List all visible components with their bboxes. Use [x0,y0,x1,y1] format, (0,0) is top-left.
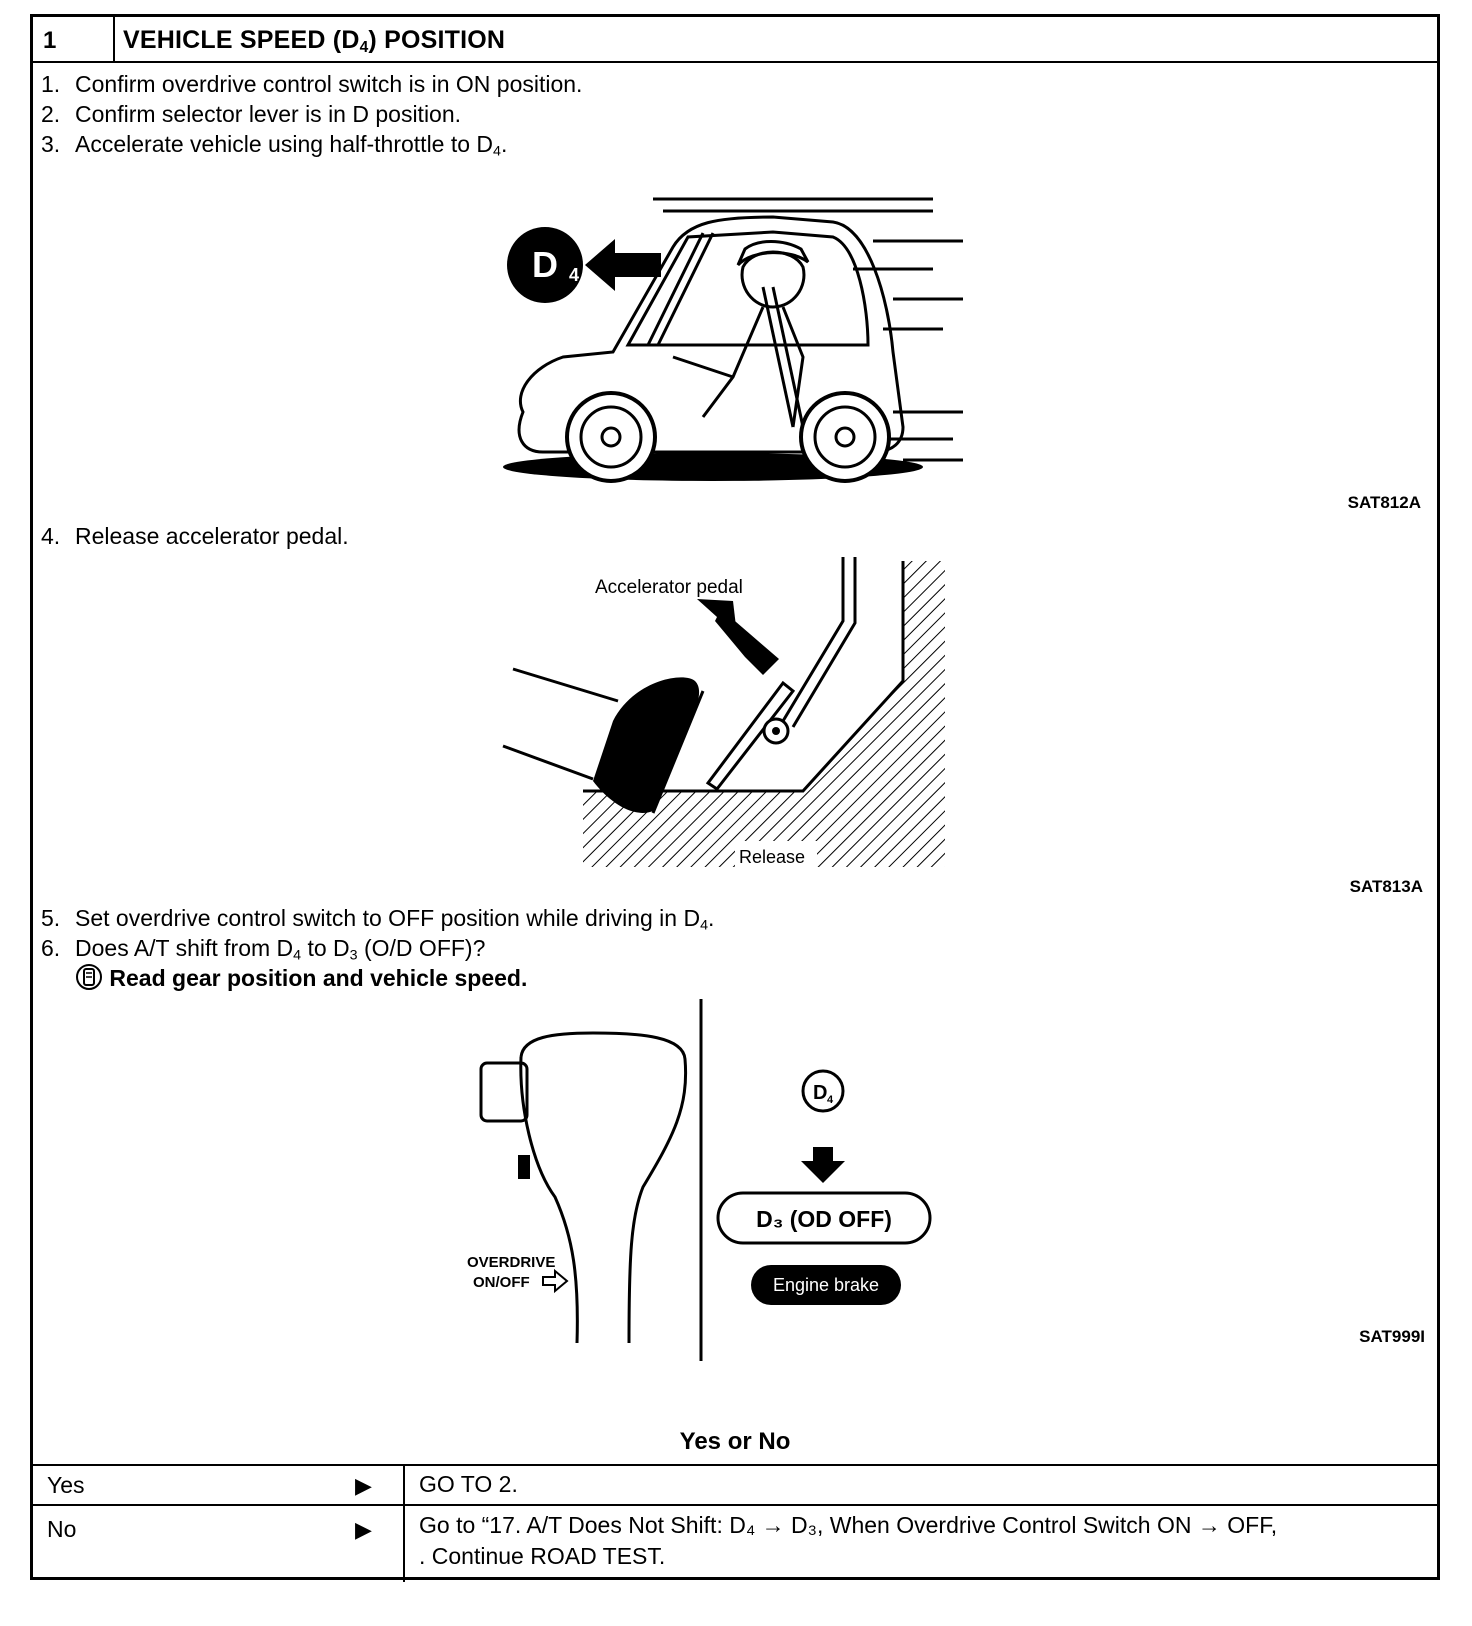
no-result-link[interactable]: Go to “17. A/T Does Not Shift: D₄ → D₃, … [419,1510,1277,1572]
step-6-sub-2: 3 [349,947,358,964]
step-number: 1 [43,27,57,54]
d4-circle-text: D [813,1082,827,1104]
step-5: 5. Set overdrive control switch to OFF po… [41,905,715,934]
step-6-text-b: to D [301,935,350,961]
step-6-text-a: Does A/T shift from D [75,935,294,961]
down-arrow-icon [801,1147,845,1183]
step-header: 1 VEHICLE SPEED (D4) POSITION [33,17,1437,63]
no-arrow-icon: ▶ [355,1517,372,1542]
release-label: Release [739,847,805,867]
header-divider [113,17,115,61]
accelerator-pedal-label: Accelerator pedal [595,577,743,598]
figure-code-sat813a: SAT813A [1349,877,1423,896]
step-6-note: Read gear position and vehicle speed. [75,963,527,992]
procedure-sheet: 1 VEHICLE SPEED (D4) POSITION 1. Confirm … [30,14,1440,1582]
no-label: No [47,1516,77,1542]
step-2: 2. Confirm selector lever is in D positio… [41,101,461,128]
table-divider [403,1466,405,1582]
result-row-yes: Yes ▶ GO TO 2. [33,1466,1437,1506]
on-off-label: ON/OFF [473,1274,530,1291]
car-driving-illustration: D 4 [503,197,963,483]
overdrive-label: OVERDRIVE [467,1254,555,1271]
yes-result-link[interactable]: GO TO 2. [419,1471,518,1497]
step-2-text: Confirm selector lever is in D position. [75,101,462,127]
step-1-number: 1. [41,71,61,97]
step-2-number: 2. [41,101,61,127]
step-5-text-end: . [708,905,715,931]
step-3: 3. Accelerate vehicle using half-throttle… [41,131,508,160]
engine-brake-label: Engine brake [773,1275,879,1295]
yes-arrow-icon: ▶ [355,1473,372,1498]
d4-circle-subscript: 4 [827,1094,834,1106]
yes-or-no-label: Yes or No [679,1428,791,1455]
step-4: 4. Release accelerator pedal. [41,523,349,550]
note-text: Read gear position and vehicle speed. [109,965,528,991]
no-result-line-2: . Continue ROAD TEST. [419,1543,666,1569]
up-left-arrow-icon [697,599,737,635]
step-6-number: 6. [41,935,61,961]
step-6-text-c: (O/D OFF)? [357,935,486,961]
step-3-text-end: . [500,131,508,157]
step-1: 1. Confirm overdrive control switch is in… [41,71,582,98]
no-result-line-1: Go to “17. A/T Does Not Shift: D₄ → D₃, … [419,1512,1278,1538]
step-5-number: 5. [41,905,61,931]
step-5-subscript: 4 [700,917,709,934]
step-5-text: Set overdrive control switch to OFF posi… [75,905,701,931]
consult-icon [76,964,102,990]
step-4-number: 4. [41,523,61,549]
step-3-number: 3. [41,131,61,157]
step-1-text: Confirm overdrive control switch is in O… [75,71,583,97]
left-arrow-icon [585,239,661,291]
step-6-sub-1: 4 [293,947,302,964]
figure-code-sat999i: SAT999I [1359,1327,1425,1346]
yes-label: Yes [47,1472,85,1498]
step-3-subscript: 4 [493,143,501,160]
right-arrow-icon [542,1268,569,1294]
step-3-text: Accelerate vehicle using half-throttle t… [75,131,494,157]
d4-badge-circle [507,227,583,303]
accelerator-pedal-illustration: Accelerator pedal Release [502,557,945,867]
figure-code-sat812a: SAT812A [1347,493,1421,512]
result-table: Yes ▶ GO TO 2. No ▶ Go to “17. A/T Does … [33,1464,1437,1582]
shift-lever-illustration: OVERDRIVE ON/OFF D 4 D₃ (OD OFF) Engine … [467,999,932,1361]
step-4-text: Release accelerator pedal. [75,523,349,549]
result-row-no: No ▶ Go to “17. A/T Does Not Shift: D₄ →… [33,1504,1437,1580]
d3-od-off-label: D₃ (OD OFF) [756,1206,892,1232]
d4-badge-subscript: 4 [569,265,579,285]
step-title: VEHICLE SPEED (D4) POSITION [123,26,506,56]
d4-badge-text: D [532,244,558,285]
step-6: 6. Does A/T shift from D4 to D3 (O/D OFF)… [41,935,486,964]
